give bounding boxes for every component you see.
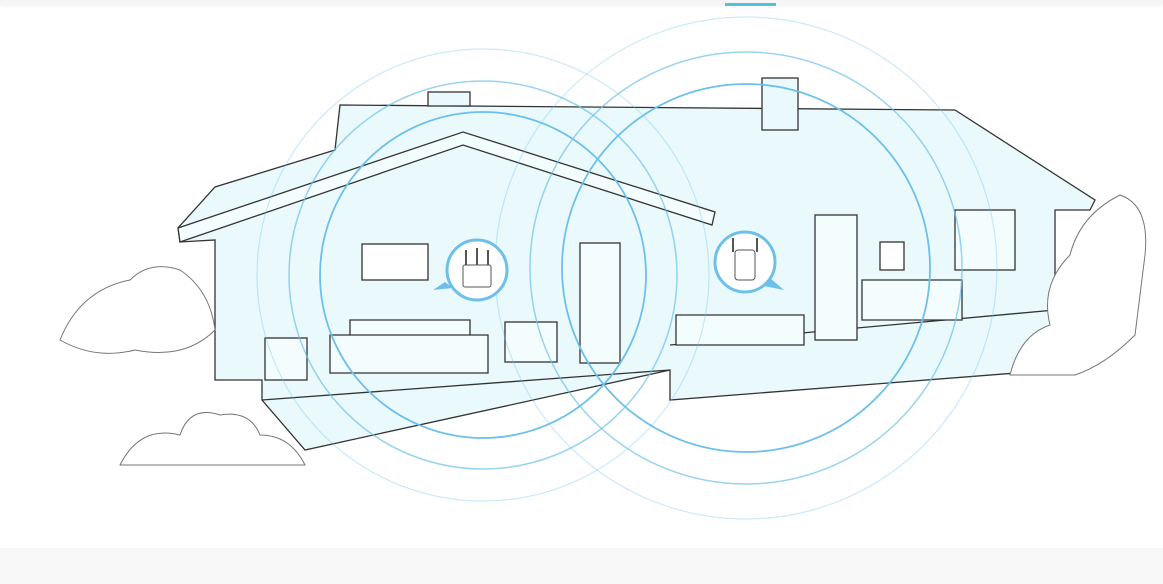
range-extender-icon [713,230,784,294]
active-tab-indicator [725,3,776,6]
signal-ring-middle [288,80,678,470]
signal-ring-outer [256,48,710,502]
roof-gable [177,131,716,243]
bushes [59,194,1147,466]
house [177,77,1096,451]
wall-panel [814,214,858,341]
side-table [504,321,558,363]
nightstand [264,337,308,381]
wifi-coverage-illustration [59,16,1147,520]
signal-ring-inner [319,111,647,439]
picture-frame [879,241,905,271]
router-icon [433,238,509,302]
bed-left [675,314,805,346]
tv [361,243,429,281]
sofa [329,319,489,374]
bed-right [861,279,963,321]
chimney-left [427,91,471,107]
window [954,209,1016,271]
signal-ring-middle [529,51,963,485]
wifi-signal-left [256,48,710,502]
top-nav-bar [0,0,1163,5]
signal-ring-inner [561,83,931,453]
footer-band [0,548,1163,584]
door [579,242,621,364]
